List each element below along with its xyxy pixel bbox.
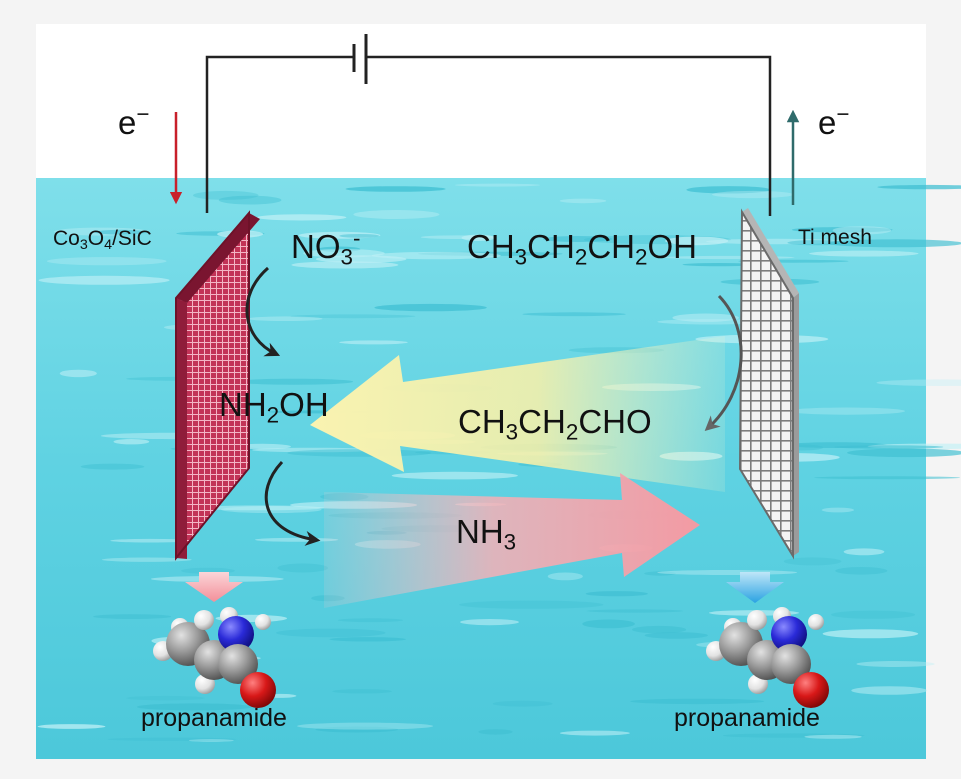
anode-electrode	[738, 208, 799, 560]
electron-label-left: e−	[118, 101, 150, 141]
propanol-label: CH3CH2CH2OH	[467, 228, 697, 270]
nitrate-label: NO3-	[291, 225, 361, 270]
battery-icon	[352, 34, 368, 84]
ammonia-label: NH3	[456, 513, 517, 555]
anode-label: Ti mesh	[798, 226, 872, 249]
circuit-wire	[205, 55, 772, 216]
electron-label-right: e−	[818, 101, 850, 141]
cathode-label: Co3O4/SiC	[53, 227, 152, 253]
curved-arrow-icon	[704, 294, 743, 432]
product-arrow-right	[726, 572, 784, 603]
product-label-right: propanamide	[674, 704, 820, 732]
water-ripples	[37, 183, 961, 742]
curved-arrow-icon	[245, 266, 281, 357]
curved-arrow-icon	[264, 460, 321, 546]
product-arrow-left	[185, 572, 243, 602]
hydroxylamine-label: NH2OH	[219, 386, 329, 428]
cathode-electrode	[175, 210, 260, 561]
ammonia-transfer-arrow	[324, 473, 700, 608]
propanamide-molecule-icon	[706, 607, 829, 708]
propanal-label: CH3CH2CHO	[458, 403, 652, 445]
product-label-left: propanamide	[141, 704, 287, 732]
propanamide-molecule-icon	[153, 607, 276, 708]
propanal-transfer-arrow	[310, 336, 725, 492]
